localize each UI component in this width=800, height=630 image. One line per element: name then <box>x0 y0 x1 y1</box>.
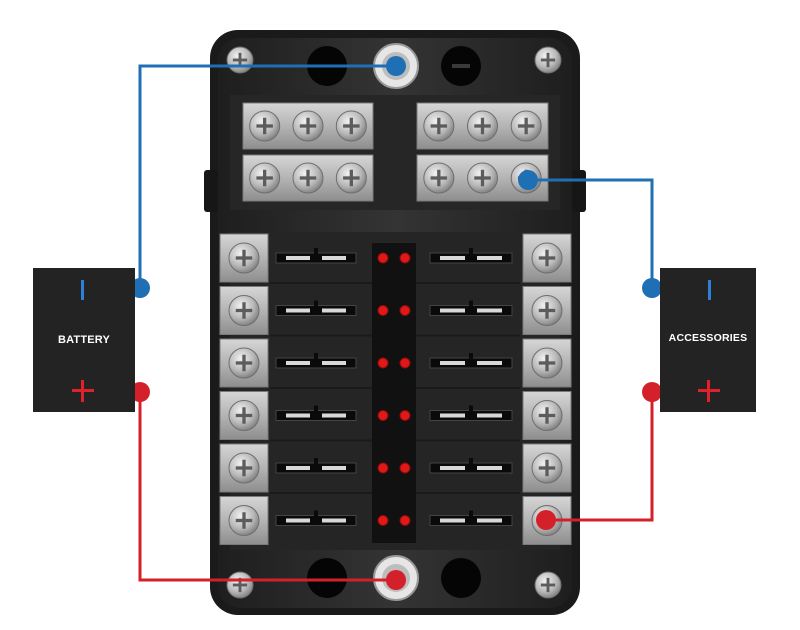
corner-screw-icon <box>226 571 254 599</box>
bus-terminal-screw-icon <box>423 110 455 142</box>
fuse-slot <box>429 510 513 526</box>
bus-terminal-screw-icon <box>292 162 324 194</box>
accessories-negative-symbol <box>708 280 711 300</box>
right-terminal-screw-icon <box>531 242 563 274</box>
positive-connection-dot <box>386 570 406 590</box>
led-indicator <box>399 462 411 474</box>
fuse-slot <box>275 353 357 369</box>
left-terminal <box>219 443 269 493</box>
led-indicator <box>377 515 389 526</box>
left-terminal-screw-icon <box>228 400 260 431</box>
right-terminal-screw-icon <box>531 452 563 484</box>
bus-terminal-screw-icon <box>249 110 281 142</box>
fuse-slot <box>275 405 357 421</box>
led-indicator <box>377 252 389 264</box>
right-terminal-screw-icon <box>531 347 563 379</box>
positive-connection-dot <box>642 382 662 402</box>
led-indicator <box>399 305 411 316</box>
left-terminal-screw-icon <box>228 242 260 274</box>
positive-connection-dot <box>536 510 556 530</box>
negative-connection-dot <box>642 278 662 298</box>
right-terminal-screw-icon <box>531 400 563 431</box>
led-indicator <box>377 357 389 369</box>
bus-terminal-screw-icon <box>335 110 367 142</box>
battery-negative-symbol <box>81 280 84 300</box>
battery: BATTERY <box>33 268 135 412</box>
wiring <box>130 56 662 590</box>
blown-fuse-leds <box>377 252 411 526</box>
led-indicator <box>399 252 411 264</box>
minus-icon <box>452 64 470 68</box>
left-terminal-screw-icon <box>228 347 260 379</box>
corner-screw-icon <box>534 46 562 74</box>
battery-positive-wire <box>138 392 396 582</box>
negative-connection-dot <box>518 170 538 190</box>
bus-terminal-screw-icon <box>467 162 498 194</box>
accessories-label: ACCESSORIES <box>668 332 748 344</box>
bottom-stud-cap-right <box>441 558 481 598</box>
led-indicator <box>399 410 411 421</box>
fuse-slot <box>429 458 513 474</box>
accessories-positive-wire <box>546 392 654 522</box>
left-terminal-screw-icon <box>228 505 260 536</box>
bottom-stud-cap-left <box>307 558 347 598</box>
battery-negative-wire <box>138 64 396 288</box>
led-indicator <box>377 462 389 474</box>
positive-connection-dot <box>130 382 150 402</box>
bus-terminal-screw-icon <box>467 110 498 142</box>
right-mounting-tab <box>572 170 586 212</box>
battery-label: BATTERY <box>57 334 111 346</box>
fuse-slot <box>275 300 357 316</box>
fuse-slot <box>429 405 513 421</box>
fuse-slot <box>429 353 513 369</box>
bus-terminal-screw-icon <box>292 110 324 142</box>
bus-terminal-screw-icon <box>335 162 367 194</box>
battery-positive-symbol <box>72 380 94 402</box>
led-indicator-strip <box>372 243 416 543</box>
corner-screw-icon <box>534 571 562 599</box>
bus-terminal-screw-icon <box>249 162 281 194</box>
negative-connection-dot <box>130 278 150 298</box>
bus-terminal-screw-icon <box>510 110 542 142</box>
corner-screw-icon <box>226 46 254 74</box>
accessories-negative-wire <box>528 178 654 288</box>
led-indicator <box>377 305 389 316</box>
led-indicator <box>399 515 411 526</box>
accessories: ACCESSORIES <box>660 268 756 412</box>
left-terminal-screw-icon <box>228 295 260 326</box>
right-terminal-screw-icon <box>531 295 563 326</box>
fuse-slot <box>429 248 513 264</box>
led-indicator <box>377 410 389 421</box>
left-terminal-screw-icon <box>228 452 260 484</box>
negative-connection-dot <box>386 56 406 76</box>
fuse-slot <box>275 458 357 474</box>
fuse-slot <box>429 300 513 316</box>
fuse-slot <box>275 510 357 526</box>
fuse-slot <box>275 248 357 264</box>
led-indicator <box>399 357 411 369</box>
left-mounting-tab <box>204 170 218 212</box>
accessories-positive-symbol <box>698 380 720 402</box>
bus-terminal-screw-icon <box>423 162 455 194</box>
negative-bus-bars <box>242 102 549 202</box>
